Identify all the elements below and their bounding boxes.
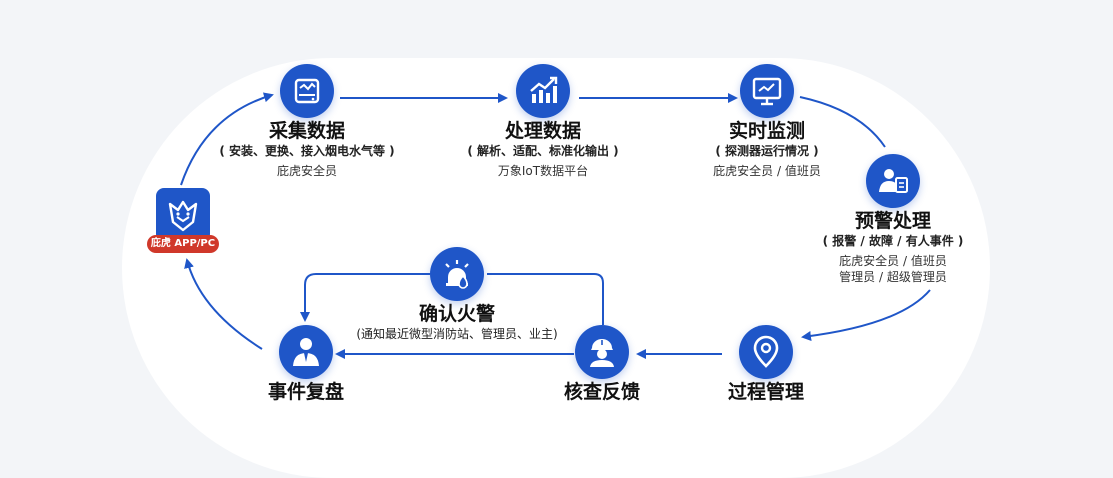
process-subtitle: ( 解析、适配、标准化输出 ) [467, 144, 619, 158]
confirm-title: 确认火警 [418, 303, 495, 325]
warning-title: 预警处理 [854, 210, 931, 232]
warning-owner-2: 管理员 / 超级管理员 [839, 270, 947, 284]
review-node[interactable] [279, 325, 333, 379]
monitor-title: 实时监测 [728, 120, 805, 142]
confirm-node[interactable] [430, 247, 484, 301]
arrow-monitor-to-warning [799, 96, 886, 148]
verify-label: 核查反馈 [502, 380, 702, 404]
verify-node[interactable] [575, 325, 629, 379]
warning-node[interactable] [866, 154, 920, 208]
process-label: 处理数据 ( 解析、适配、标准化输出 ) 万象IoT数据平台 [443, 119, 643, 179]
person-report-icon [879, 169, 908, 193]
collect-subtitle: ( 安装、更换、接入烟电水气等 ) [219, 144, 395, 158]
warning-subtitle: ( 报警 / 故障 / 有人事件 ) [822, 234, 964, 248]
monitor-icon [752, 77, 782, 106]
collect-label: 采集数据 ( 安装、更换、接入烟电水气等 ) 庇虎安全员 [207, 119, 407, 179]
arrow-review-to-app [184, 258, 263, 350]
arrow-confirm-to-review [300, 273, 430, 322]
arrow-warning-to-manage [801, 289, 931, 341]
app-badge-label: 庇虎 APP/PC [147, 235, 219, 253]
warning-label: 预警处理 ( 报警 / 故障 / 有人事件 ) 庇虎安全员 / 值班员 管理员 … [793, 209, 993, 285]
confirm-label: 确认火警 (通知最近微型消防站、管理员、业主) [337, 302, 577, 342]
confirm-subtitle: (通知最近微型消防站、管理员、业主) [356, 327, 558, 341]
collect-owner: 庇虎安全员 [276, 164, 337, 178]
collect-title: 采集数据 [268, 120, 345, 142]
monitor-node[interactable] [740, 64, 794, 118]
engineer-icon [590, 339, 614, 367]
monitor-label: 实时监测 ( 探测器运行情况 ) 庇虎安全员 / 值班员 [667, 119, 867, 179]
arrow-app-to-collect [180, 92, 274, 186]
manage-node[interactable] [739, 325, 793, 379]
manage-label: 过程管理 [666, 380, 866, 404]
review-title: 事件复盘 [267, 381, 344, 403]
app-badge[interactable]: 庇虎 APP/PC [147, 188, 219, 254]
server-chart-icon [294, 78, 320, 104]
workflow-diagram: 庇虎 APP/PC 采集数据 ( 安装、更换、接入烟电水气等 ) 庇虎安全员 处… [122, 58, 993, 478]
verify-title: 核查反馈 [563, 381, 640, 403]
flow-connectors [180, 92, 931, 359]
businessman-icon [293, 338, 319, 366]
monitor-subtitle: ( 探测器运行情况 ) [715, 144, 819, 158]
review-label: 事件复盘 [206, 380, 406, 404]
monitor-owner: 庇虎安全员 / 值班员 [713, 164, 821, 178]
fire-alarm-icon [445, 260, 469, 289]
process-owner: 万象IoT数据平台 [497, 164, 589, 178]
manage-title: 过程管理 [727, 381, 804, 403]
warning-owner-1: 庇虎安全员 / 值班员 [839, 254, 947, 268]
arrow-verify-to-confirm [487, 273, 604, 325]
process-title: 处理数据 [504, 120, 581, 142]
process-node[interactable] [516, 64, 570, 118]
collect-node[interactable] [280, 64, 334, 118]
growth-chart-icon [530, 76, 558, 103]
tiger-logo-icon [156, 188, 210, 242]
location-pin-icon [753, 335, 779, 368]
